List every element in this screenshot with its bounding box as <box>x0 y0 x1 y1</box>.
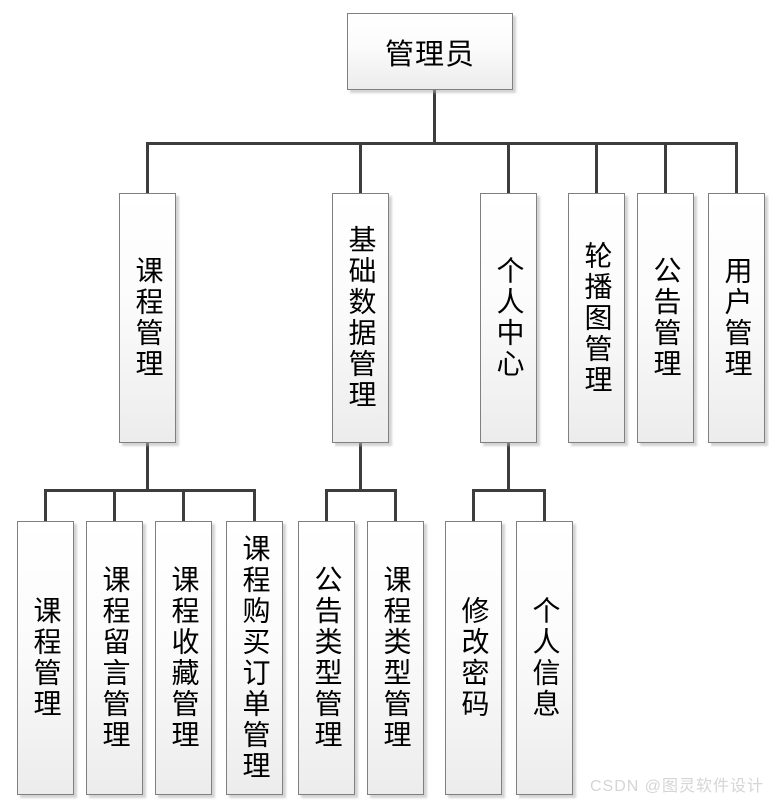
node-course-management-child: 课程管理 <box>17 521 74 795</box>
node-basic-data-management-label: 基础数据管理 <box>345 225 377 411</box>
node-course-comment-management: 课程留言管理 <box>86 521 143 795</box>
node-announcement-management: 公告管理 <box>637 193 694 443</box>
connector-drop-basicdata <box>359 142 362 193</box>
connector-course-child4 <box>253 489 256 521</box>
node-course-favorite-management-label: 课程收藏管理 <box>168 565 200 751</box>
node-announcement-type-management: 公告类型管理 <box>298 521 355 795</box>
connector-course-child2 <box>113 489 116 521</box>
node-change-password: 修改密码 <box>445 521 502 795</box>
connector-personal-stem <box>507 443 510 491</box>
node-admin-label: 管理员 <box>384 38 475 71</box>
connector-basicdata-child1 <box>325 489 328 521</box>
node-user-management: 用户管理 <box>708 193 765 443</box>
connector-course-child1 <box>44 489 47 521</box>
node-course-comment-management-label: 课程留言管理 <box>99 565 131 751</box>
node-personal-center-label: 个人中心 <box>493 256 525 380</box>
node-course-type-management-label: 课程类型管理 <box>380 565 412 751</box>
node-user-management-label: 用户管理 <box>721 256 753 380</box>
connector-personal-hline <box>472 489 546 492</box>
connector-basicdata-stem <box>359 443 362 491</box>
node-basic-data-management: 基础数据管理 <box>332 193 389 443</box>
node-carousel-management: 轮播图管理 <box>568 193 625 443</box>
node-personal-info: 个人信息 <box>516 521 573 795</box>
connector-main-hline <box>146 142 738 145</box>
connector-drop-user <box>735 142 738 193</box>
node-course-management-label: 课程管理 <box>132 256 164 380</box>
node-course-purchase-order-management: 课程购买订单管理 <box>226 521 283 795</box>
csdn-watermark: CSDN @图灵软件设计 <box>589 778 764 795</box>
node-course-type-management: 课程类型管理 <box>367 521 424 795</box>
connector-basicdata-child2 <box>394 489 397 521</box>
node-course-purchase-order-management-label: 课程购买订单管理 <box>239 534 271 782</box>
connector-course-child3 <box>182 489 185 521</box>
node-announcement-type-management-label: 公告类型管理 <box>311 565 343 751</box>
node-change-password-label: 修改密码 <box>458 596 490 720</box>
node-course-favorite-management: 课程收藏管理 <box>155 521 212 795</box>
node-course-management-child-label: 课程管理 <box>30 596 62 720</box>
connector-personal-child2 <box>543 489 546 521</box>
connector-drop-announce <box>664 142 667 193</box>
connector-drop-personal <box>507 142 510 193</box>
node-personal-center: 个人中心 <box>480 193 537 443</box>
connector-basicdata-hline <box>325 489 397 492</box>
connector-course-stem <box>146 443 149 491</box>
connector-drop-carousel <box>595 142 598 193</box>
node-personal-info-label: 个人信息 <box>529 596 561 720</box>
node-course-management: 课程管理 <box>119 193 176 443</box>
node-announcement-management-label: 公告管理 <box>650 256 682 380</box>
connector-course-hline <box>44 489 256 492</box>
connector-personal-child1 <box>472 489 475 521</box>
connector-drop-course <box>146 142 149 193</box>
connector-root-stem <box>433 90 436 145</box>
node-carousel-management-label: 轮播图管理 <box>581 240 613 396</box>
node-admin: 管理员 <box>347 13 513 90</box>
